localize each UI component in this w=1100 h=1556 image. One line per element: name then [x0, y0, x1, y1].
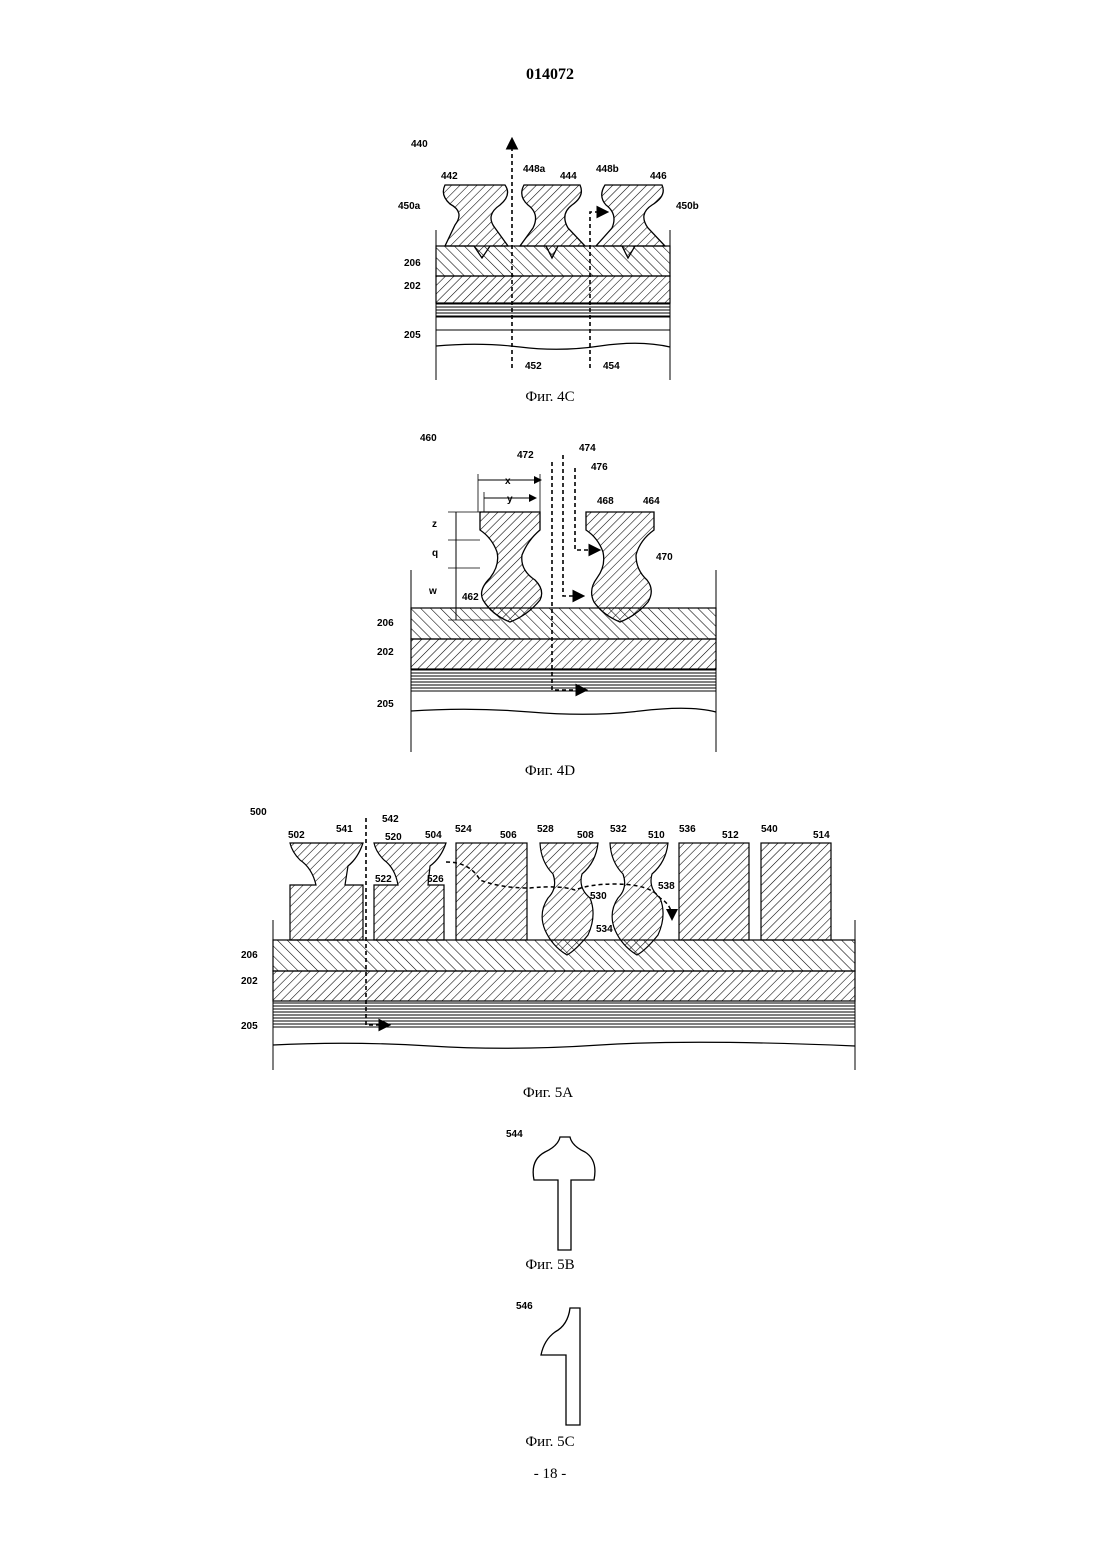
layer-205-fibers — [273, 1001, 855, 1027]
label-dim-w: w — [428, 586, 437, 597]
flow-path-474 — [563, 455, 582, 596]
label-544: 544 — [506, 1129, 523, 1140]
label-546: 546 — [516, 1301, 533, 1312]
label-450b: 450b — [676, 201, 699, 212]
layer-205-fibers — [411, 669, 716, 691]
label-202: 202 — [241, 976, 258, 987]
rib-510 — [610, 843, 668, 955]
profile-544 — [533, 1137, 595, 1250]
label-462: 462 — [462, 592, 479, 603]
label-dim-y: y — [507, 494, 513, 505]
label-526: 526 — [427, 874, 444, 885]
label-532: 532 — [610, 824, 627, 835]
label-530: 530 — [590, 891, 607, 902]
layer-202 — [411, 639, 716, 669]
label-206: 206 — [241, 950, 258, 961]
caption-fig-5a: Фиг. 5A — [523, 1085, 573, 1101]
rib-502 — [290, 843, 363, 940]
label-500: 500 — [250, 807, 267, 818]
label-541: 541 — [336, 824, 353, 835]
label-504: 504 — [425, 830, 442, 841]
figure-5c: 546 Фиг. 5C — [516, 1301, 580, 1450]
rib-504 — [374, 843, 446, 940]
label-528: 528 — [537, 824, 554, 835]
profile-546 — [541, 1308, 580, 1425]
rib-464 — [586, 512, 654, 622]
label-454: 454 — [603, 361, 620, 372]
caption-fig-5c: Фиг. 5C — [525, 1434, 574, 1450]
label-468: 468 — [597, 496, 614, 507]
label-446: 446 — [650, 171, 667, 182]
label-206: 206 — [377, 618, 394, 629]
label-206: 206 — [404, 258, 421, 269]
label-472: 472 — [517, 450, 534, 461]
label-510: 510 — [648, 830, 665, 841]
caption-fig-4d: Фиг. 4D — [525, 763, 575, 779]
label-448a: 448a — [523, 164, 546, 175]
figure-4d: 460 472 474 476 x y z q w 462 468 464 47… — [377, 433, 716, 779]
label-202: 202 — [404, 281, 421, 292]
label-464: 464 — [643, 496, 660, 507]
label-522: 522 — [375, 874, 392, 885]
label-205: 205 — [377, 699, 394, 710]
label-514: 514 — [813, 830, 830, 841]
label-460: 460 — [420, 433, 437, 444]
figure-4c: 440 442 448a 444 448b 446 450a 450b 206 … — [398, 139, 699, 405]
layer-205-fibers — [436, 303, 670, 317]
label-452: 452 — [525, 361, 542, 372]
page-number: - 18 - — [0, 1466, 1100, 1483]
label-dim-z: z — [432, 519, 437, 530]
rib-506 — [456, 843, 527, 940]
rib-462 — [480, 512, 542, 622]
label-dim-x: x — [505, 476, 511, 487]
label-440: 440 — [411, 139, 428, 150]
label-205: 205 — [241, 1021, 258, 1032]
label-524: 524 — [455, 824, 472, 835]
figure-5a: 500 502 541 542 520 504 524 506 528 508 … — [241, 807, 855, 1101]
label-520: 520 — [385, 832, 402, 843]
label-502: 502 — [288, 830, 305, 841]
label-534: 534 — [596, 924, 613, 935]
label-476: 476 — [591, 462, 608, 473]
label-448b: 448b — [596, 164, 619, 175]
label-540: 540 — [761, 824, 778, 835]
figure-5b: 544 Фиг. 5B — [506, 1129, 595, 1273]
caption-fig-5b: Фиг. 5B — [525, 1257, 574, 1273]
label-538: 538 — [658, 881, 675, 892]
label-444: 444 — [560, 171, 577, 182]
layer-206 — [411, 608, 716, 639]
label-470: 470 — [656, 552, 673, 563]
layer-202 — [436, 276, 670, 303]
label-512: 512 — [722, 830, 739, 841]
caption-fig-4c: Фиг. 4C — [525, 389, 574, 405]
label-dim-q: q — [432, 548, 438, 559]
label-506: 506 — [500, 830, 517, 841]
label-205: 205 — [404, 330, 421, 341]
rib-514 — [761, 843, 831, 940]
label-202: 202 — [377, 647, 394, 658]
rib-512 — [679, 843, 749, 940]
label-474: 474 — [579, 443, 596, 454]
label-542: 542 — [382, 814, 399, 825]
label-442: 442 — [441, 171, 458, 182]
label-536: 536 — [679, 824, 696, 835]
layer-202 — [273, 971, 855, 1001]
label-508: 508 — [577, 830, 594, 841]
label-450a: 450a — [398, 201, 421, 212]
